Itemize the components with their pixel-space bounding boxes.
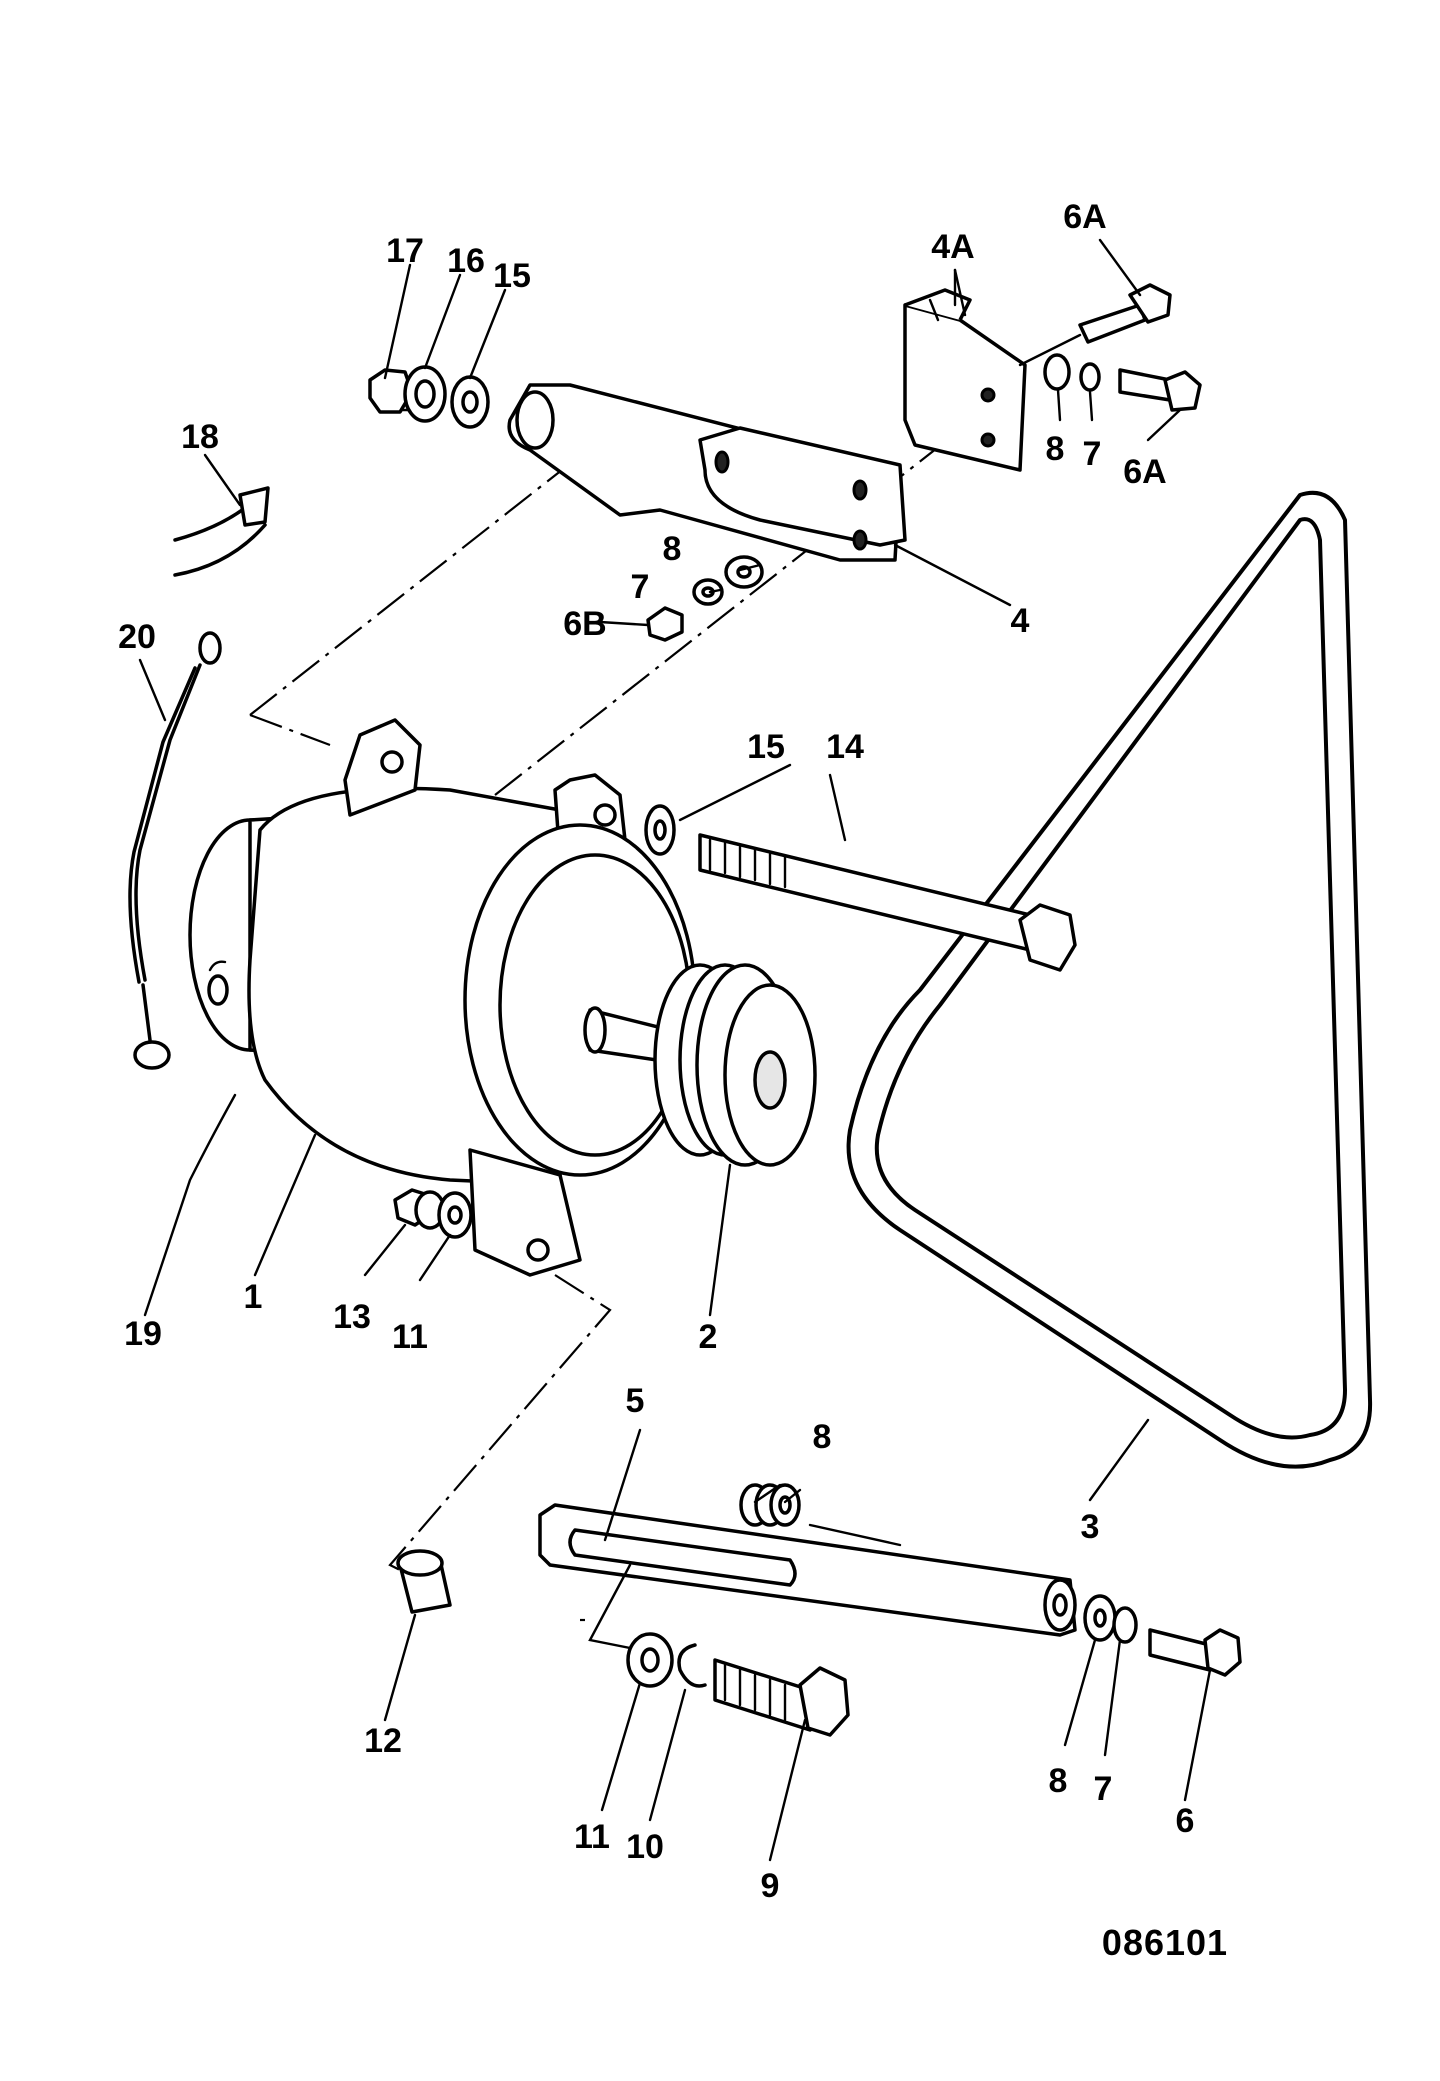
label-6a-right: 6A [1123,453,1166,491]
label-8-bot: 8 [1049,1762,1068,1800]
bracket-4a [903,268,1082,472]
label-5: 5 [626,1382,645,1420]
alternator [188,718,697,1277]
middle-fasteners [646,555,764,642]
lower-fasteners [393,1188,1242,1737]
label-7-mid: 7 [631,568,650,606]
label-17: 17 [386,232,424,270]
pivot-bolt [644,804,1077,972]
label-18: 18 [181,418,219,456]
part-labels: 17 16 15 18 20 19 1 13 11 2 8 7 6B 4 4A … [118,198,1194,1905]
label-7-top: 7 [1083,435,1102,473]
leader-lines [138,238,1212,1862]
label-3: 3 [1081,1508,1100,1546]
label-12: 12 [364,1722,402,1760]
pulley [653,963,817,1167]
adjusting-bracket [507,383,1012,607]
label-19: 19 [124,1315,162,1353]
label-14: 14 [826,728,864,766]
adjusting-link [538,1503,1077,1652]
label-6: 6 [1176,1802,1195,1840]
upper-right-fasteners [1043,283,1202,412]
label-20: 20 [118,618,156,656]
label-16: 16 [447,242,485,280]
v-belt [846,490,1373,1469]
label-4a: 4A [931,228,974,266]
label-15-top: 15 [493,257,531,295]
label-9: 9 [761,1867,780,1905]
label-11-bot: 11 [574,1818,610,1856]
label-1: 1 [244,1278,263,1316]
label-6b: 6B [563,605,606,643]
earth-lead [128,631,222,1070]
label-7-bot: 7 [1094,1770,1113,1808]
top-fastener-stack [368,365,490,429]
label-8-top: 8 [1046,430,1065,468]
label-15-mid: 15 [747,728,785,766]
label-4: 4 [1011,602,1030,640]
hose-clip [173,486,270,577]
label-13: 13 [333,1298,371,1336]
label-8-group: 8 [813,1418,832,1456]
label-6a-top: 6A [1063,198,1106,236]
label-10: 10 [626,1828,664,1866]
label-8-mid: 8 [663,530,682,568]
drawing-number: 086101 [1102,1922,1228,1963]
label-2: 2 [699,1318,718,1356]
label-11-mid: 11 [392,1318,428,1356]
